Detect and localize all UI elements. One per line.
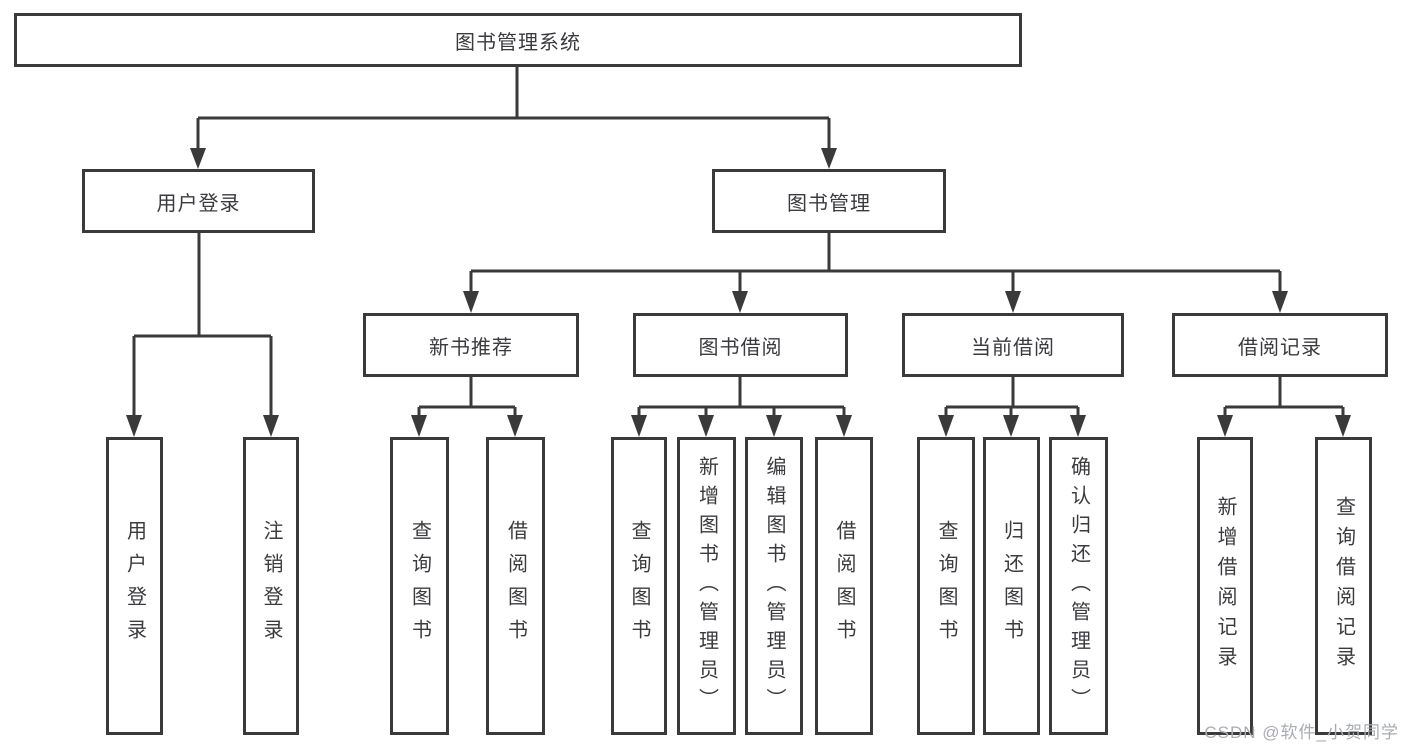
- leaf-confirm-return-admin-label: 确认归还（管理员）: [1067, 455, 1090, 717]
- node-new-book-recommend: 新书推荐: [363, 313, 579, 377]
- csdn-watermark: CSDN @软件_小贺同学: [1204, 723, 1399, 742]
- leaf-recommend-borrow-books: 借阅图书: [486, 437, 545, 735]
- leaf-add-books-admin-label: 新增图书（管理员）: [695, 455, 718, 717]
- wire-records-to-leaves: [1223, 377, 1345, 416]
- leaf-borrow-books: 借阅图书: [815, 437, 873, 735]
- leaf-query-borrow-record: 查询借阅记录: [1315, 437, 1372, 735]
- leaf-add-borrow-record: 新增借阅记录: [1197, 437, 1253, 735]
- leaf-current-query-books: 查询图书: [917, 437, 975, 735]
- leaf-borrow-query-books-label: 查询图书: [628, 520, 650, 652]
- node-root-system: 图书管理系统: [14, 13, 1022, 67]
- leaf-recommend-query-books-label: 查询图书: [408, 520, 431, 652]
- node-current-borrow-label: 当前借阅: [971, 336, 1055, 359]
- leaf-user-login: 用户登录: [106, 437, 163, 735]
- wire-currentborrow-to-leaves: [944, 377, 1080, 416]
- leaf-logout-label: 注销登录: [260, 520, 282, 652]
- leaf-borrow-books-label: 借阅图书: [833, 520, 855, 652]
- wire-userlogin-to-leaves: [132, 233, 273, 416]
- leaf-borrow-query-books: 查询图书: [611, 437, 667, 735]
- wire-bookmgmt-to-level3: [469, 233, 1282, 292]
- wire-bookborrow-to-leaves: [637, 377, 846, 416]
- leaf-current-query-books-label: 查询图书: [935, 520, 957, 652]
- leaf-confirm-return-admin: 确认归还（管理员）: [1049, 437, 1108, 735]
- arrowheads: [126, 148, 1351, 437]
- leaf-add-borrow-record-label: 新增借阅记录: [1214, 496, 1236, 676]
- wire-recommend-to-leaves: [417, 377, 517, 416]
- leaf-user-login-label: 用户登录: [123, 520, 146, 652]
- leaf-edit-books-admin-label: 编辑图书（管理员）: [763, 455, 785, 717]
- leaf-return-books: 归还图书: [983, 437, 1040, 735]
- leaf-edit-books-admin: 编辑图书（管理员）: [745, 437, 803, 735]
- leaf-add-books-admin: 新增图书（管理员）: [677, 437, 736, 735]
- node-root-label: 图书管理系统: [455, 31, 581, 54]
- node-book-management-label: 图书管理: [787, 192, 871, 215]
- leaf-recommend-borrow-books-label: 借阅图书: [504, 520, 527, 652]
- node-user-login: 用户登录: [82, 169, 315, 233]
- leaf-query-borrow-record-label: 查询借阅记录: [1332, 496, 1355, 676]
- leaf-recommend-query-books: 查询图书: [390, 437, 449, 735]
- wire-root-to-level2: [196, 66, 831, 149]
- leaf-return-books-label: 归还图书: [1000, 520, 1023, 652]
- node-book-management: 图书管理: [712, 169, 946, 233]
- node-book-borrow: 图书借阅: [633, 313, 848, 377]
- node-new-book-recommend-label: 新书推荐: [429, 336, 513, 359]
- node-book-borrow-label: 图书借阅: [698, 336, 783, 359]
- node-current-borrow: 当前借阅: [902, 313, 1124, 377]
- leaf-logout: 注销登录: [243, 437, 299, 735]
- node-borrow-records-label: 借阅记录: [1238, 336, 1322, 359]
- node-user-login-label: 用户登录: [156, 192, 241, 215]
- node-borrow-records: 借阅记录: [1172, 313, 1388, 377]
